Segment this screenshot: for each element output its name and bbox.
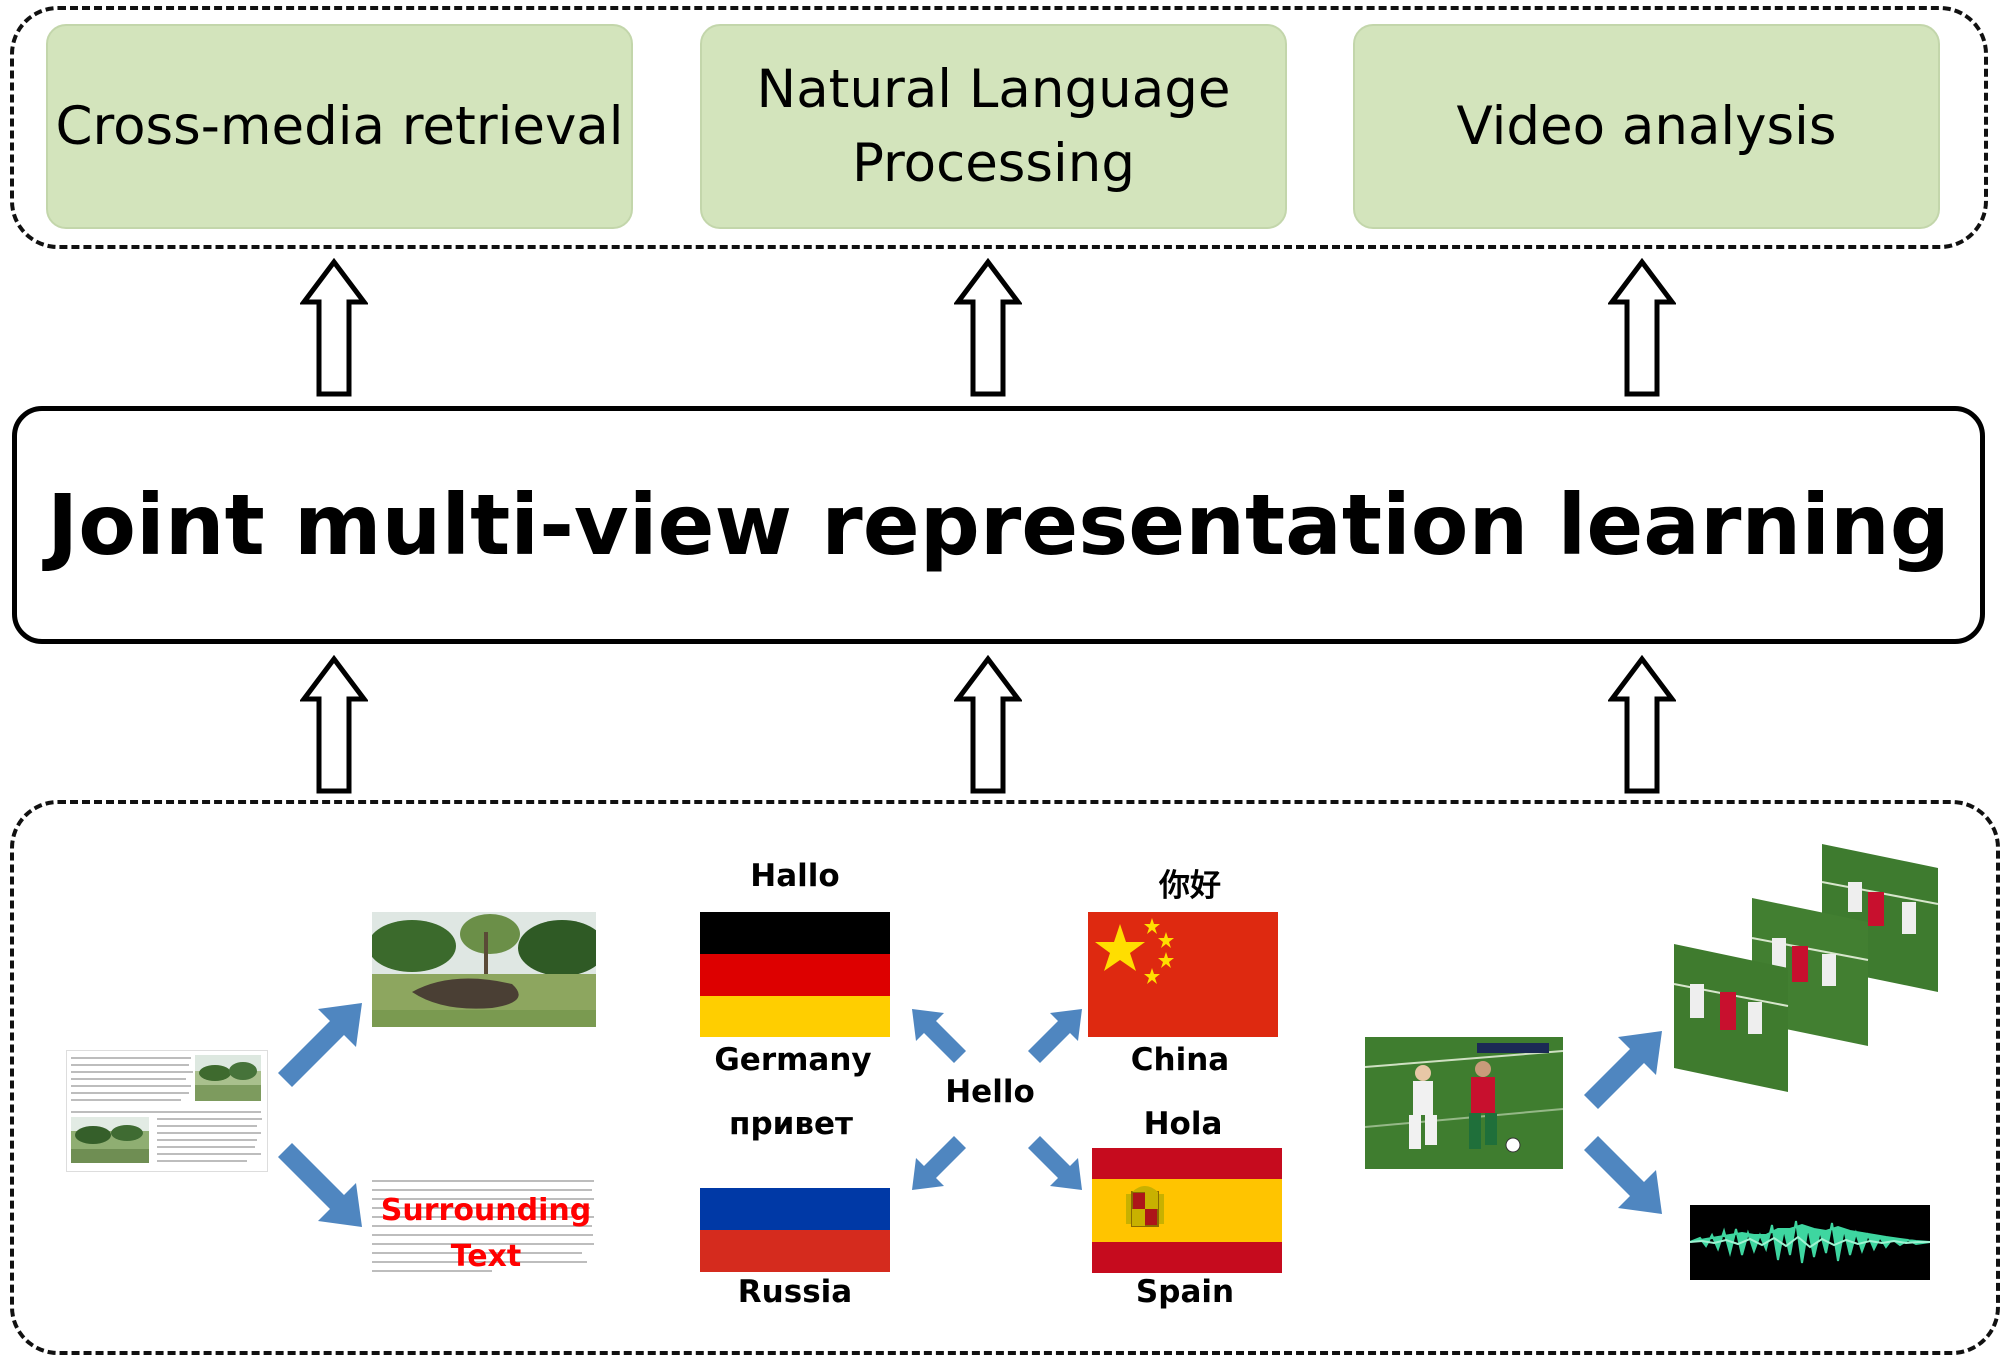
thumbnail-photo xyxy=(71,1117,149,1163)
app-label-line: Processing xyxy=(851,132,1135,194)
greeting-spanish: Hola xyxy=(1143,1106,1223,1142)
center-word: Hello xyxy=(945,1074,1035,1110)
app-box-cross-media-retrieval: Cross-media retrieval xyxy=(46,24,633,229)
up-arrow-icon xyxy=(954,258,1022,397)
video-frames-stack xyxy=(1673,844,1939,1092)
thumbnail-photo xyxy=(195,1055,261,1101)
audio-waveform xyxy=(1690,1205,1930,1280)
joint-representation-box: Joint multi-view representation learning xyxy=(12,406,1985,644)
video-frame xyxy=(1365,1037,1563,1169)
blue-arrow-icon xyxy=(278,1143,362,1227)
surrounding-text-label: Surrounding Text xyxy=(376,1188,596,1280)
country-china: China xyxy=(1130,1042,1230,1078)
garden-photo xyxy=(372,912,596,1027)
overlay-line: Surrounding xyxy=(380,1193,592,1228)
blue-arrow-icon xyxy=(912,1136,966,1190)
app-label-line: Video analysis xyxy=(1456,95,1837,157)
country-germany: Germany xyxy=(714,1042,872,1078)
greeting-german: Hallo xyxy=(750,858,840,894)
views-container xyxy=(10,800,2000,1355)
blue-arrow-icon xyxy=(278,1003,362,1087)
greeting-russian: привет xyxy=(729,1106,853,1142)
up-arrow-icon xyxy=(1608,258,1676,397)
spain-flag xyxy=(1092,1148,1282,1273)
up-arrow-icon xyxy=(954,655,1022,794)
greeting-chinese: 你好 xyxy=(1159,868,1221,904)
webpage-thumbnail xyxy=(66,1050,268,1172)
country-spain: Spain xyxy=(1135,1274,1235,1310)
blue-arrow-icon xyxy=(912,1009,966,1063)
blue-arrow-icon xyxy=(1028,1136,1082,1190)
blue-arrow-icon xyxy=(1028,1009,1082,1063)
blue-arrow-icon xyxy=(1584,1031,1662,1109)
surrounding-text-document xyxy=(372,1178,596,1278)
core-title: Joint multi-view representation learning xyxy=(47,476,1950,574)
up-arrow-icon xyxy=(300,655,368,794)
up-arrow-icon xyxy=(300,258,368,397)
applications-container xyxy=(10,6,1988,249)
app-box-video-analysis: Video analysis xyxy=(1353,24,1940,229)
germany-flag xyxy=(700,912,890,1037)
blue-arrow-icon xyxy=(1584,1136,1662,1214)
app-label-line: Natural Language xyxy=(756,58,1231,120)
app-label-line: Cross-media retrieval xyxy=(55,95,624,157)
video-frame xyxy=(1673,944,1789,1092)
russia-flag xyxy=(700,1188,890,1272)
country-russia: Russia xyxy=(737,1274,853,1310)
app-box-nlp: Natural Language Processing xyxy=(700,24,1287,229)
china-flag xyxy=(1088,912,1278,1037)
overlay-line: Text xyxy=(450,1239,522,1274)
up-arrow-icon xyxy=(1608,655,1676,794)
